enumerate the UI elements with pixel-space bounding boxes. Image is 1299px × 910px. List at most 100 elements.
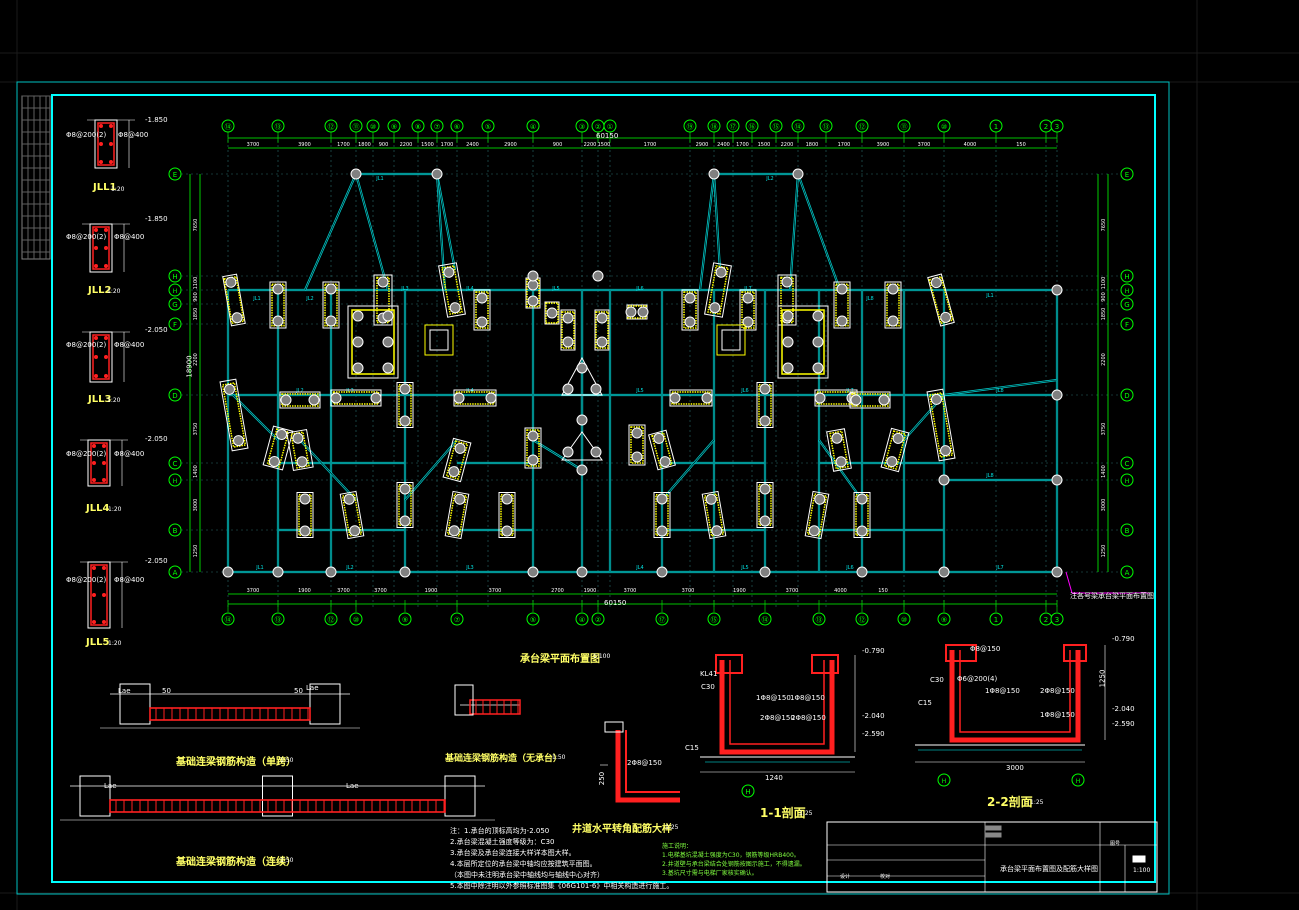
pile-cap [262, 425, 294, 471]
section-2-2-inner-rebar [959, 650, 1071, 733]
dim-text-bottom: 4000 [834, 588, 847, 594]
pile [781, 276, 793, 288]
pile-cap-outline [927, 273, 955, 327]
detail-continuous-cap-left [79, 775, 111, 817]
pile [709, 302, 721, 314]
d4-dim250: 250 [598, 771, 607, 786]
title-block-scale: 1:100 [1133, 867, 1151, 874]
axis-bubble-right [1120, 297, 1134, 311]
pile [382, 336, 394, 348]
pile [576, 362, 588, 374]
axis-label-right: H [1124, 273, 1129, 281]
dim-text-top: 2400 [466, 142, 479, 148]
note-line-1: 注：1.承台的顶标高均为-2.050 [450, 827, 550, 835]
shaft-corner-cap [604, 721, 624, 733]
title-block-logo-bar [984, 832, 1002, 838]
pile-cap [544, 301, 560, 325]
section-jll3-stirrup [92, 334, 110, 380]
axis-bubble-right-minor [1120, 283, 1134, 297]
pile-cap-outline [524, 427, 542, 469]
pile [759, 566, 771, 578]
pile [292, 432, 304, 444]
dim-text-top: 2900 [504, 142, 517, 148]
dim-text-top: 1800 [806, 142, 819, 148]
axis-label-top: ① [607, 123, 613, 131]
s22-dim-3000: 3000 [1006, 764, 1024, 772]
beam-label: JL2 [295, 388, 303, 394]
pile-cap-rebar [741, 291, 755, 329]
pile [887, 283, 899, 295]
s22-rebar-b: 1Φ8@150 [985, 687, 1020, 695]
s22-elev-2040: -2.040 [1112, 705, 1135, 713]
pile [1051, 566, 1063, 578]
dim-text-right: 7650 [1101, 219, 1107, 232]
axis-bubble-bottom [707, 612, 721, 626]
pile [940, 311, 952, 323]
pile [349, 525, 361, 537]
section-jll4-stirrup [90, 442, 108, 484]
grade-beam-core [943, 379, 1058, 396]
outer-frame [16, 81, 1170, 895]
pile [938, 566, 950, 578]
elevator-pit-cap [716, 324, 746, 356]
pile-cap [498, 492, 516, 538]
pile-cap-outline [833, 281, 851, 329]
section-jll2-bar [104, 246, 108, 250]
big-pile-cap-rebar [351, 309, 395, 375]
s11-rebar-c: 2Φ8@150 [760, 714, 795, 722]
pile [705, 493, 717, 505]
pile-cap-outline [339, 490, 365, 540]
pile [501, 493, 513, 505]
pile [370, 392, 382, 404]
pile [892, 432, 904, 444]
pile [669, 392, 681, 404]
pile [637, 306, 649, 318]
axis-bubble-bottom [855, 612, 869, 626]
pile [399, 566, 411, 578]
dim-text-top: 2200 [781, 142, 794, 148]
dim-text-top: 1800 [358, 142, 371, 148]
dim-text-top: 3700 [918, 142, 931, 148]
pile-cap-outline [739, 289, 757, 331]
s22-rebar-c: 1Φ8@150 [1040, 711, 1075, 719]
pile-cap-outline [880, 427, 910, 473]
note-line-4: 4.本层所定位的承台梁中轴均应按建筑平面图。 [450, 860, 597, 868]
pile [856, 493, 868, 505]
axis-label-left: E [173, 171, 177, 179]
axis-bubble-right-minor [1120, 473, 1134, 487]
section-jll3-bar [104, 336, 108, 340]
dim-text-right: 1100 [1101, 277, 1107, 290]
inner-frame [51, 94, 1156, 883]
axis-bubble-left [168, 523, 182, 537]
elevator-pit [429, 329, 449, 351]
beam-label: JL7 [995, 565, 1003, 571]
section-jll4-elev: -2.050 [145, 435, 168, 443]
pile [782, 336, 794, 348]
grade-beam-core [404, 439, 458, 501]
axis-label-left: H [172, 273, 177, 281]
pile-cap [330, 389, 382, 407]
pile [325, 566, 337, 578]
axis-label-bottom: ⑭ [762, 616, 769, 624]
section-jll2-scale: 1:20 [107, 288, 121, 295]
axis-label-top: ⑯ [749, 123, 756, 131]
axis-label-left: C [173, 460, 178, 468]
pile [814, 392, 826, 404]
pile-cap-outline [653, 492, 671, 538]
pile [592, 270, 604, 282]
pile [711, 525, 723, 537]
axis-label-right-minor: H [1125, 288, 1130, 295]
s11-elev-2590: -2.590 [862, 730, 885, 738]
pile-cap-outline [849, 391, 891, 409]
pile [656, 525, 668, 537]
axis-label-left: A [173, 569, 178, 577]
dim-text-top: 900 [379, 142, 389, 148]
pile [878, 394, 890, 406]
beam-label: JL5 [740, 565, 748, 571]
axis-label-left-minor: H [173, 288, 178, 295]
pile-cap [396, 382, 414, 428]
axis-label-top: ⑧ [415, 123, 421, 131]
mid-note-title: 施工说明： [662, 843, 693, 850]
pile-cap [756, 382, 774, 428]
